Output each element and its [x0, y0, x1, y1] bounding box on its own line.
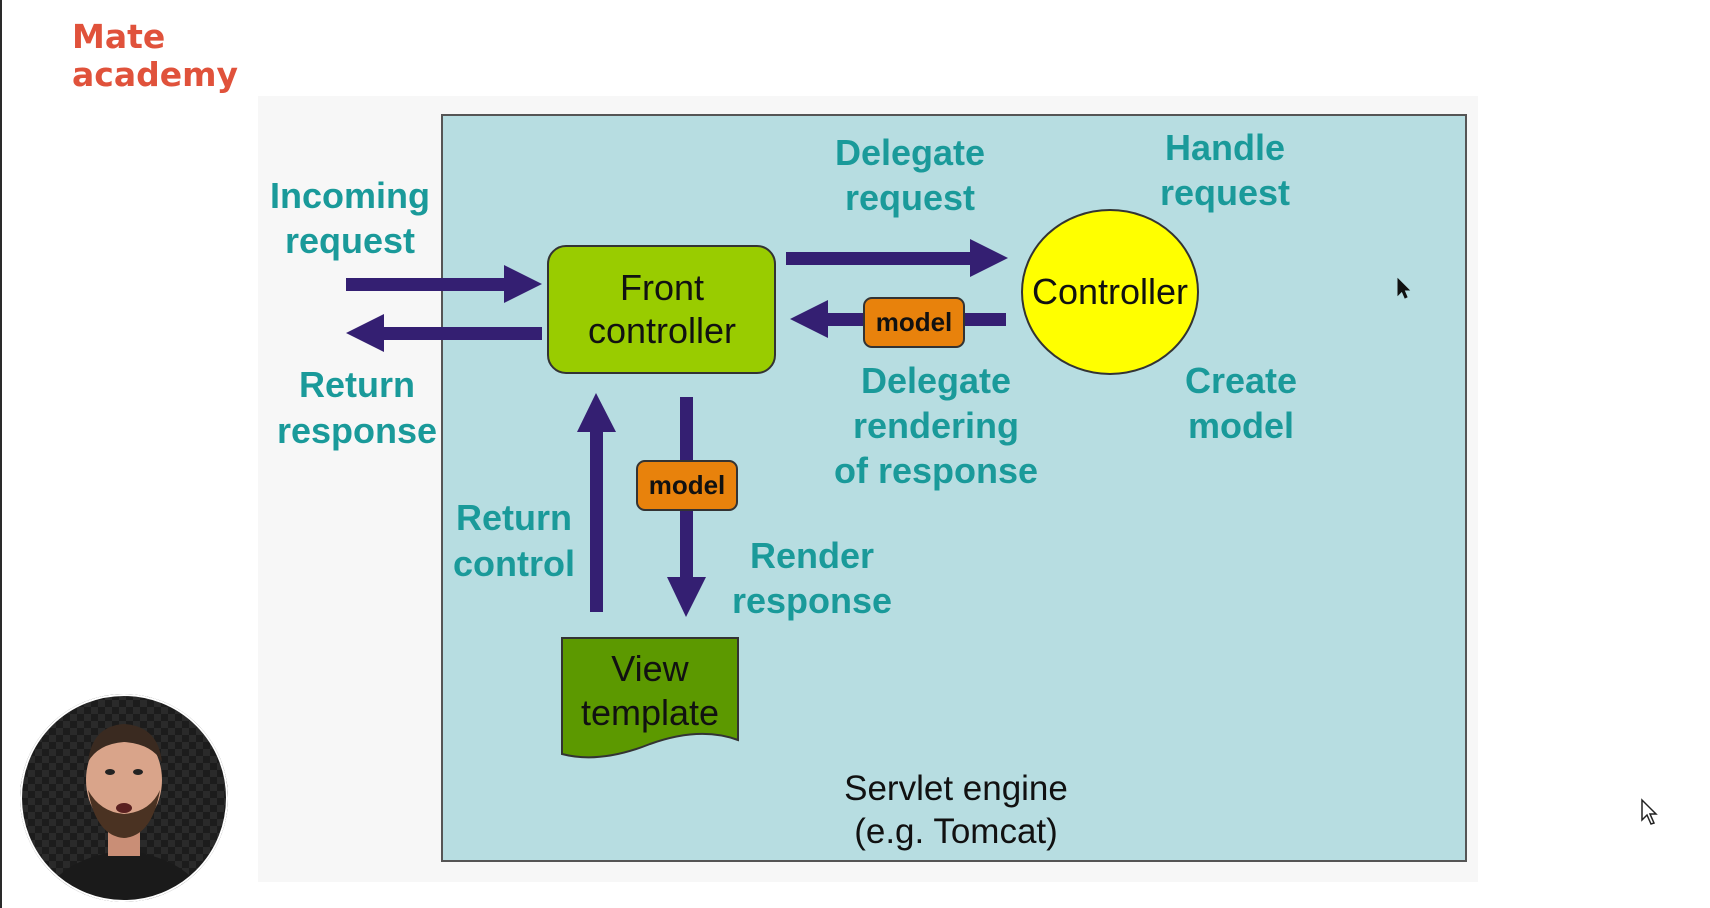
- delegate-request-line1: Delegate: [835, 132, 985, 173]
- front-controller-label-line2: controller: [588, 310, 736, 351]
- servlet-engine-line1: Servlet engine: [844, 769, 1068, 808]
- controller-label: Controller: [1032, 271, 1188, 312]
- front-controller-box: Front controller: [547, 245, 776, 374]
- create-model-line1: Create: [1185, 360, 1297, 401]
- front-controller-label-line1: Front: [620, 267, 704, 308]
- incoming-request-line2: request: [285, 220, 415, 261]
- delegate-request-line2: request: [845, 177, 975, 218]
- view-template-box: View template: [561, 637, 739, 759]
- handle-request-line2: request: [1160, 172, 1290, 213]
- brand-logo-line2: academy: [72, 55, 238, 94]
- model-badge-render-label: model: [649, 470, 726, 500]
- model-badge-delegate-label: model: [876, 307, 953, 337]
- incoming-request-label: Incoming request: [270, 175, 430, 261]
- delegate-rendering-line2: rendering: [853, 405, 1019, 446]
- mouse-cursor-icon: [1397, 277, 1411, 299]
- brand-logo: Mate academy: [72, 18, 238, 94]
- return-response-arrow: [346, 314, 542, 352]
- handle-request-label: Handle request: [1160, 127, 1290, 213]
- render-response-label: Render response: [732, 535, 892, 621]
- delegate-rendering-line3: of response: [834, 450, 1038, 491]
- delegate-request-arrow: [786, 239, 1008, 277]
- handle-request-line1: Handle: [1165, 127, 1285, 168]
- model-badge-render: model: [636, 460, 738, 511]
- presenter-video-icon: [20, 694, 228, 902]
- delegate-rendering-label: Delegate rendering of response: [834, 360, 1038, 491]
- return-response-line2: response: [277, 410, 437, 451]
- return-control-arrow: [577, 393, 616, 612]
- incoming-request-arrow: [346, 265, 542, 303]
- incoming-request-line1: Incoming: [270, 175, 430, 216]
- return-response-line1: Return: [299, 364, 415, 405]
- return-control-line2: control: [453, 543, 575, 584]
- return-control-label: Return control: [453, 497, 575, 584]
- create-model-label: Create model: [1185, 360, 1297, 446]
- delegate-rendering-line1: Delegate: [861, 360, 1011, 401]
- brand-logo-line1: Mate: [72, 17, 166, 56]
- create-model-line2: model: [1188, 405, 1294, 446]
- model-badge-delegate: model: [863, 297, 965, 348]
- window-edge: [0, 0, 2, 908]
- render-response-line1: Render: [750, 535, 874, 576]
- controller-node: Controller: [1021, 209, 1199, 375]
- delegate-request-label: Delegate request: [835, 132, 985, 218]
- servlet-engine-line2: (e.g. Tomcat): [854, 812, 1058, 851]
- render-response-line2: response: [732, 580, 892, 621]
- view-template-label-line2: template: [581, 692, 719, 733]
- pointer-cursor-icon: [1641, 798, 1658, 825]
- servlet-engine-caption: Servlet engine (e.g. Tomcat): [844, 769, 1068, 851]
- return-control-line1: Return: [456, 497, 572, 538]
- view-template-label-line1: View: [611, 648, 689, 689]
- return-response-label: Return response: [277, 364, 437, 451]
